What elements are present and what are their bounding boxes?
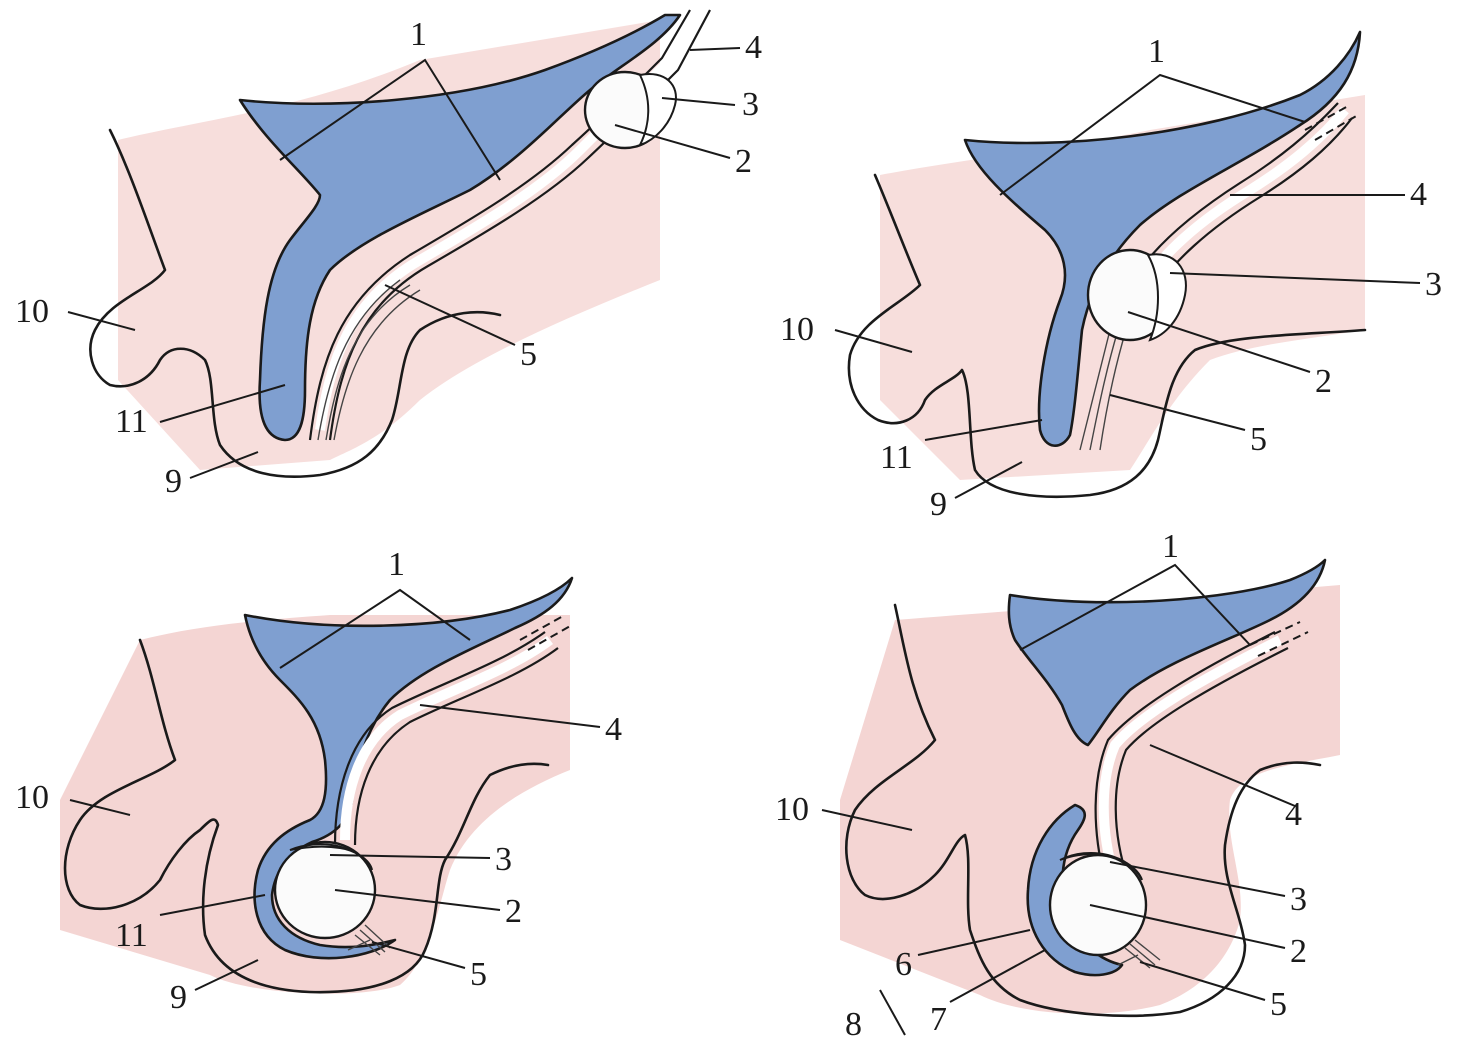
label-10: 10 bbox=[775, 791, 809, 828]
label-3: 3 bbox=[1425, 266, 1442, 303]
panel-bottom-left: 1 4 10 3 2 11 5 9 bbox=[15, 546, 622, 1016]
label-9: 9 bbox=[165, 463, 182, 500]
label-2: 2 bbox=[1290, 933, 1307, 970]
label-11: 11 bbox=[115, 403, 148, 440]
label-1: 1 bbox=[388, 546, 405, 583]
label-3: 3 bbox=[495, 841, 512, 878]
label-1: 1 bbox=[410, 16, 427, 53]
label-11: 11 bbox=[115, 917, 148, 954]
panel-bottom-right: 1 10 4 3 2 6 5 7 8 bbox=[775, 528, 1340, 1043]
label-10: 10 bbox=[780, 311, 814, 348]
label-11: 11 bbox=[880, 439, 913, 476]
label-1: 1 bbox=[1162, 528, 1179, 565]
panel-top-left: 1 4 3 2 5 10 11 9 bbox=[15, 10, 762, 500]
label-2: 2 bbox=[505, 893, 522, 930]
label-10: 10 bbox=[15, 293, 49, 330]
panel-top-right: 1 4 3 2 5 10 11 9 bbox=[780, 32, 1442, 523]
label-4: 4 bbox=[745, 29, 762, 66]
label-10: 10 bbox=[15, 779, 49, 816]
label-3: 3 bbox=[1290, 881, 1307, 918]
label-1: 1 bbox=[1148, 33, 1165, 70]
label-6: 6 bbox=[895, 946, 912, 983]
label-2: 2 bbox=[735, 143, 752, 180]
label-7: 7 bbox=[930, 1001, 947, 1038]
label-4: 4 bbox=[1410, 176, 1427, 213]
label-5: 5 bbox=[1250, 421, 1267, 458]
leader-4 bbox=[690, 48, 740, 50]
label-9: 9 bbox=[170, 979, 187, 1016]
label-5: 5 bbox=[520, 336, 537, 373]
label-9: 9 bbox=[930, 486, 947, 523]
label-5: 5 bbox=[1270, 986, 1287, 1023]
label-5: 5 bbox=[470, 956, 487, 993]
leader-8 bbox=[880, 990, 905, 1035]
label-2: 2 bbox=[1315, 363, 1332, 400]
label-4: 4 bbox=[605, 711, 622, 748]
testis bbox=[1050, 855, 1146, 955]
label-8: 8 bbox=[845, 1006, 862, 1043]
label-3: 3 bbox=[742, 86, 759, 123]
label-4: 4 bbox=[1285, 796, 1302, 833]
